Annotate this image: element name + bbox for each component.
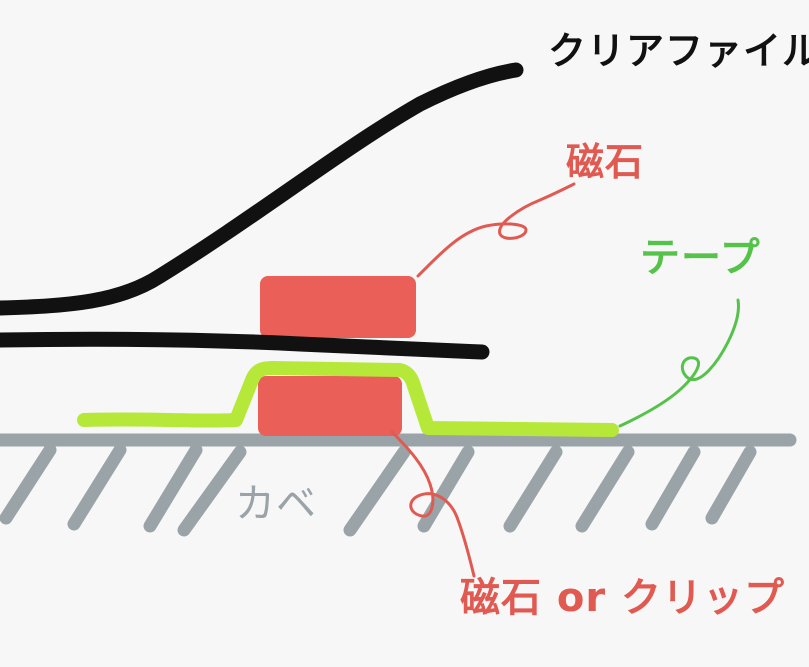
label-clear-file: クリアファイル <box>548 29 809 73</box>
magnet-bottom <box>258 376 402 436</box>
wall <box>0 433 797 537</box>
label-tape: テープ <box>640 235 761 281</box>
wall-hatch <box>417 445 475 533</box>
leader-line-magnet-top <box>416 182 576 278</box>
label-wall: カベ <box>235 481 317 527</box>
wall-hatch <box>67 443 127 531</box>
tape <box>77 361 619 437</box>
wall-hatch <box>645 445 701 531</box>
wall-hatch <box>343 445 411 537</box>
label-magnet-top: 磁石 <box>566 140 645 184</box>
wall-hatch <box>0 443 57 525</box>
clear-file-lower-sheet <box>0 331 490 360</box>
wall-hatch <box>705 445 757 525</box>
clear-file-upper-sheet <box>0 62 524 316</box>
wall-hatch <box>575 445 635 533</box>
wall-hatch <box>143 443 203 533</box>
magnet-top <box>260 276 416 338</box>
label-magnet-or-clip: 磁石 or クリップ <box>460 575 786 621</box>
leader-line-tape <box>618 298 740 428</box>
wall-hatch <box>177 445 247 537</box>
leader-line-magnet-bottom <box>390 430 476 578</box>
wall-hatch <box>503 445 563 533</box>
